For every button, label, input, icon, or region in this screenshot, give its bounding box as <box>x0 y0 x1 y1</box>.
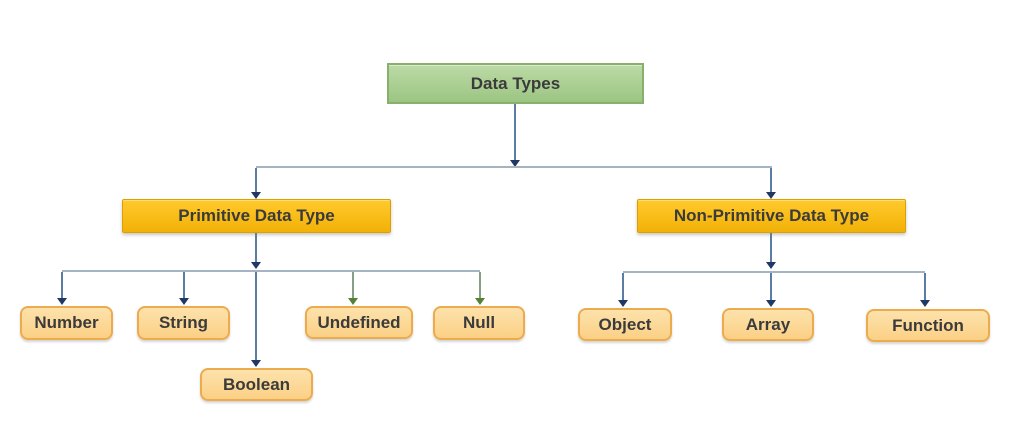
connector-root-stem <box>514 104 516 160</box>
connector-to-null <box>479 272 481 298</box>
node-function-label: Function <box>892 315 964 335</box>
connector-non-primitive-stem <box>770 232 772 262</box>
arrow-to-non-primitive <box>766 192 776 199</box>
node-data-types-label: Data Types <box>470 73 561 93</box>
node-array-label: Array <box>745 314 791 334</box>
connector-to-array <box>770 273 772 300</box>
node-boolean-label: Boolean <box>222 374 291 394</box>
connector-top-rail <box>256 166 772 168</box>
node-primitive-label: Primitive Data Type <box>178 206 335 225</box>
arrow-to-number <box>57 298 67 305</box>
arrow-to-boolean <box>251 360 261 367</box>
connector-right-rail <box>623 271 925 273</box>
node-non-primitive-label: Non-Primitive Data Type <box>673 206 870 225</box>
node-function: Function <box>866 309 990 342</box>
connector-to-string <box>183 272 185 298</box>
connector-to-object <box>622 273 624 300</box>
connector-left-rail <box>62 270 480 272</box>
arrow-root-stem <box>510 160 520 167</box>
node-number-label: Number <box>34 313 99 332</box>
node-array: Array <box>722 308 814 341</box>
arrow-to-object <box>618 300 628 307</box>
node-object: Object <box>578 308 672 341</box>
node-undefined: Undefined <box>305 306 413 339</box>
node-object-label: Object <box>598 314 652 334</box>
node-non-primitive-data-type: Non-Primitive Data Type <box>637 199 906 233</box>
node-string: String <box>137 306 230 340</box>
connector-to-primitive <box>255 168 257 192</box>
connector-to-function <box>924 273 926 300</box>
node-number: Number <box>20 306 113 340</box>
arrow-to-null <box>475 298 485 305</box>
node-null-label: Null <box>462 313 496 332</box>
connector-primitive-stem <box>255 232 257 262</box>
node-null: Null <box>433 306 525 340</box>
connector-to-number <box>61 272 63 298</box>
arrow-primitive-stem <box>251 262 261 269</box>
node-undefined-label: Undefined <box>317 312 401 332</box>
node-primitive-data-type: Primitive Data Type <box>122 199 391 233</box>
node-data-types: Data Types <box>387 63 644 104</box>
arrow-to-undefined <box>348 298 358 305</box>
connector-to-undefined <box>352 272 354 298</box>
arrow-to-array <box>766 300 776 307</box>
node-string-label: String <box>158 313 209 332</box>
arrow-to-primitive <box>251 192 261 199</box>
node-boolean: Boolean <box>200 368 313 401</box>
connector-to-non-primitive <box>770 168 772 192</box>
arrow-to-string <box>179 298 189 305</box>
arrow-non-primitive-stem <box>766 262 776 269</box>
connector-to-boolean <box>255 272 257 360</box>
arrow-to-function <box>920 300 930 307</box>
